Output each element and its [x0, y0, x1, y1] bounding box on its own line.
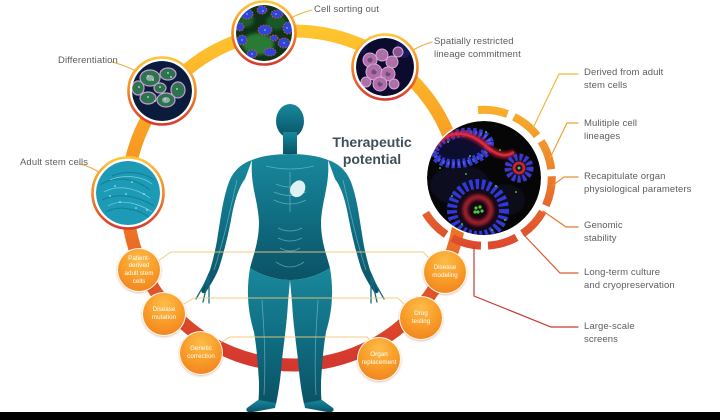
label-cell-sorting-out: Cell sorting out [314, 4, 379, 15]
label-recapitulate-organ-parameters: Recapitulate organ physiological paramet… [584, 171, 692, 195]
label-long-term-culture: Long-term culture and cryopreservation [584, 267, 675, 291]
label-differentiation: Differentiation [58, 55, 118, 66]
label-multiple-cell-lineages: Mulitiple cell lineages [584, 118, 638, 142]
human-body-figure [195, 104, 385, 413]
leader-recapitulate [551, 176, 579, 187]
leader-genomic [542, 210, 579, 228]
label-derived-from-adult-stem-cells: Derived from adult stem cells [584, 67, 664, 91]
leader-cell-sorting-out [290, 9, 313, 19]
leader-longterm [522, 233, 579, 274]
page-title: Therapeutic potential [332, 134, 412, 167]
micrograph-adult-stem-cells [91, 156, 165, 230]
badge-patient-derived-adult-stem-cells: Patient- derived adult stem cells [117, 248, 161, 292]
badge-disease-mutation: Disease mutation [142, 292, 186, 336]
bottom-black-bar [0, 412, 720, 420]
label-genomic-stability: Genomic stability [584, 220, 623, 244]
label-large-scale-screens: Large-scale screens [584, 321, 635, 345]
body-fingers [195, 275, 385, 304]
body-anatomy-lines [213, 165, 367, 396]
body-heart [290, 180, 306, 198]
leader-spatially-restricted [412, 41, 433, 51]
badge-disease-modeling: Disease modeling [423, 250, 467, 294]
leader-derived [532, 73, 579, 129]
badge-organ-replacement: Organ replacement [357, 337, 401, 381]
leader-differentiation [111, 61, 137, 72]
organoid-segmented-arc [421, 105, 556, 250]
leader-largescale [473, 246, 579, 328]
micrograph-cell-sorting-out [231, 0, 297, 66]
micrograph-differentiation [127, 56, 197, 126]
label-spatially-restricted: Spatially restricted lineage commitment [434, 36, 521, 60]
badge-genetic-correction: Genetic correction [179, 331, 223, 375]
micrograph-spatially-restricted [351, 33, 419, 101]
badge-drug-testing: Drug testing [399, 296, 443, 340]
micrograph-organoid [425, 119, 543, 237]
label-adult-stem-cells: Adult stem cells [20, 157, 89, 168]
feature-leader-lines [473, 73, 579, 328]
leader-lineages [549, 122, 579, 159]
